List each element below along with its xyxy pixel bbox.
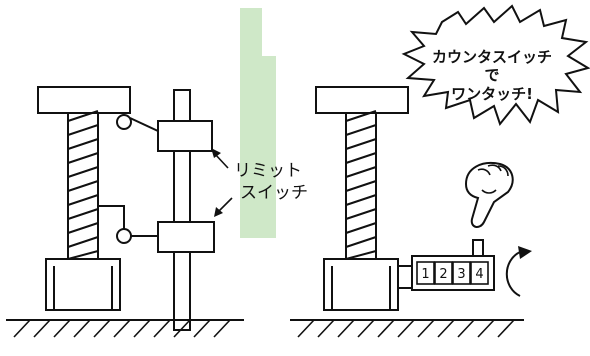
- press-head: [315, 86, 409, 114]
- counter-digit-4: 4: [475, 267, 483, 282]
- counter-digit-box-3: [452, 261, 471, 285]
- pointing-finger-icon: [464, 162, 514, 228]
- press-base: [323, 258, 399, 311]
- callout-label-line2: スイッチ: [240, 183, 308, 203]
- burst-line2: で: [484, 66, 499, 84]
- counter-digit-2: 2: [439, 267, 447, 282]
- counter-switch: 1 2 3 4: [397, 239, 495, 291]
- counter-digit-1: 1: [421, 267, 429, 282]
- upper-roller: [116, 114, 132, 130]
- screw-thread: [345, 110, 377, 260]
- callout-arrows: [211, 148, 233, 217]
- burst-line1: カウンタスイッチ: [432, 48, 552, 66]
- left-press-machine: [6, 86, 244, 338]
- ground-left: [6, 319, 244, 338]
- upper-limit-switch: [157, 120, 213, 152]
- counter-digit-box-1: [416, 261, 435, 285]
- counter-top-knob: [472, 239, 484, 257]
- counter-digit-3: 3: [457, 267, 465, 282]
- right-press-machine: [290, 86, 524, 338]
- rotation-arrow-icon: [505, 246, 532, 297]
- callout-label-line1: リミット: [234, 161, 302, 181]
- lower-roller: [116, 228, 132, 244]
- press-head: [37, 86, 131, 114]
- background-number-1: [240, 8, 276, 238]
- screw-thread: [67, 110, 99, 260]
- dog-bracket: [98, 205, 125, 230]
- speech-burst: カウンタスイッチ で ワンタッチ!: [401, 4, 590, 127]
- lower-limit-switch: [157, 221, 215, 253]
- press-base: [45, 258, 121, 311]
- burst-line3: ワンタッチ!: [451, 85, 533, 103]
- counter-digit-box-4: [470, 261, 489, 285]
- counter-mount: [397, 265, 413, 289]
- ground-right: [290, 319, 524, 338]
- counter-digit-box-2: [434, 261, 453, 285]
